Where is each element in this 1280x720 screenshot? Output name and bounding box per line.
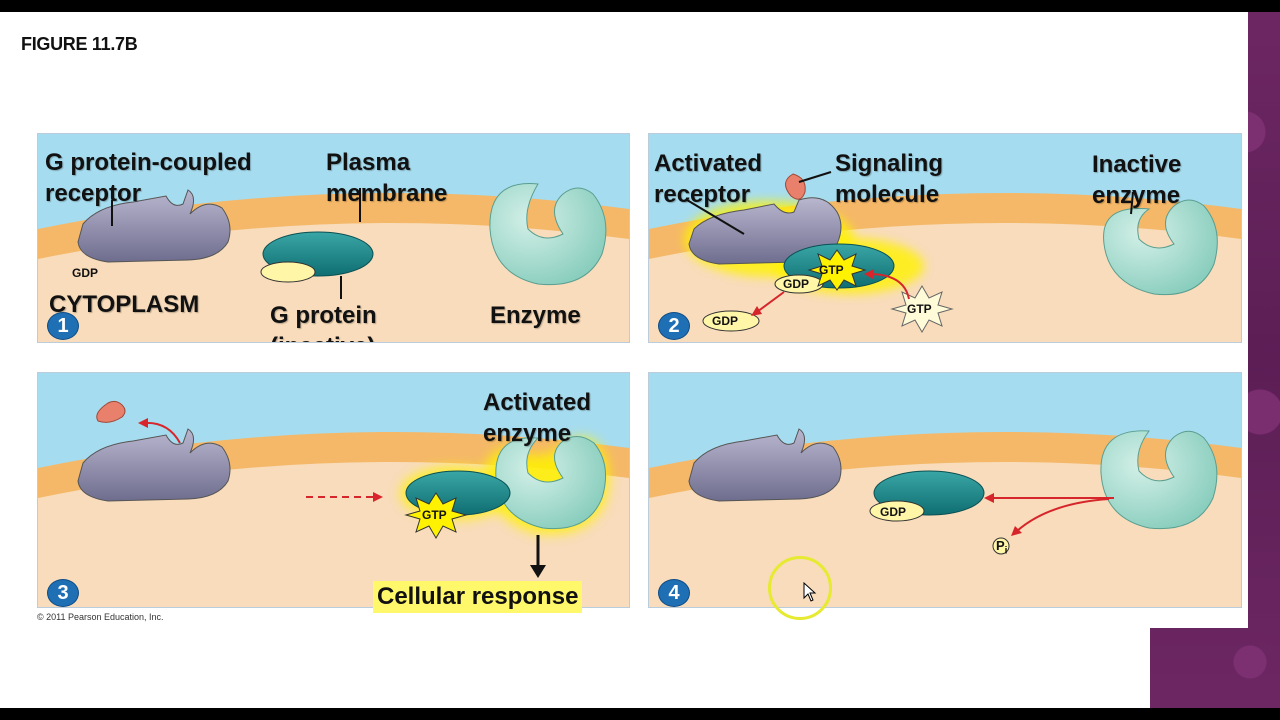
inactive-enzyme [1100, 430, 1218, 530]
gdp-bubble-free [702, 310, 760, 332]
phosphate-circle [992, 537, 1010, 555]
gtp-entry-arrow [868, 273, 910, 300]
enzyme [489, 183, 607, 286]
panel-1-illustration [38, 134, 629, 342]
g-protein-coupled-receptor [77, 189, 231, 263]
panel-3: GTP Activated enzyme 3 [37, 372, 630, 608]
gtp-burst-free [890, 285, 954, 333]
gdp-exit-arrowhead [751, 306, 762, 316]
step-number-3: 3 [47, 579, 79, 607]
activated-receptor-label: Activated receptor [654, 150, 763, 208]
inactivation-arrowhead [984, 493, 994, 503]
gtp-tag: GTP [422, 508, 447, 522]
receptor-pointer [686, 199, 745, 235]
gtp-burst [404, 492, 468, 539]
gdp-exit-arrow [756, 291, 785, 313]
step-number-4: 4 [658, 579, 690, 607]
inactive-enzyme-label: Inactive enzyme [1092, 151, 1182, 209]
g-protein-label: G protein (inactive) [270, 302, 377, 342]
mouse-pointer-icon [803, 582, 817, 602]
gdp-tag-bound: GDP [783, 277, 810, 291]
phosphate-label: Pi [996, 538, 1007, 560]
copyright: © 2011 Pearson Education, Inc. [37, 612, 164, 622]
cytoplasm-label: CYTOPLASM [49, 291, 200, 318]
activated-receptor [688, 197, 842, 265]
slide-frame: FIGURE 11.7B GDP G pro [0, 12, 1280, 708]
panel-2: GDP GTP GDP GTP Activated receptor Signa… [648, 133, 1242, 343]
cellular-response-label: Cellular response [373, 581, 583, 613]
phosphate-subscript: i [1004, 545, 1008, 557]
panel-3-illustration [38, 373, 629, 607]
phosphate-arrow [1016, 498, 1110, 532]
enzyme-label: Enzyme [490, 302, 581, 329]
signal-pointer [798, 171, 832, 183]
release-arrowhead [138, 418, 148, 428]
activated-enzyme-label: Activated enzyme [483, 389, 592, 447]
receptor [77, 428, 231, 502]
released-signaling-molecule [96, 400, 126, 423]
gtp-tag-free: GTP [907, 302, 932, 316]
signaling-molecule-label: Signaling molecule [835, 150, 943, 208]
panel-4-illustration [649, 373, 1241, 607]
panel-2-illustration [649, 134, 1241, 342]
gtp-burst-bound [807, 249, 867, 291]
slide: FIGURE 11.7B GDP G pro [0, 12, 1248, 628]
plasma-membrane-label: Plasma membrane [326, 149, 448, 207]
receptor [688, 428, 842, 502]
inactive-enzyme [1103, 199, 1218, 296]
step-number-1: 1 [47, 312, 79, 340]
gtp-entry-arrowhead [864, 269, 874, 279]
panel-4: GDP Pi 4 [648, 372, 1242, 608]
panel-1: GDP G protein-coupled receptor Plasma me… [37, 133, 630, 343]
gtp-tag-bound: GTP [819, 263, 844, 277]
gdp-bubble [260, 261, 316, 283]
gpcr-label: G protein-coupled receptor [45, 149, 252, 207]
response-arrowhead [530, 565, 546, 578]
phosphate-arrowhead [1011, 526, 1022, 536]
step-number-2: 2 [658, 312, 690, 340]
movement-arrowhead [373, 492, 383, 502]
gdp-tag: GDP [880, 505, 907, 519]
gdp-tag: GDP [72, 266, 99, 280]
gdp-tag-free: GDP [712, 314, 739, 328]
cursor-highlight-ring [768, 556, 832, 620]
figure-title: FIGURE 11.7B [21, 34, 138, 54]
enzyme-pointer [1130, 191, 1134, 215]
gdp-bubble [869, 500, 925, 522]
phosphate-symbol: P [996, 538, 1005, 553]
